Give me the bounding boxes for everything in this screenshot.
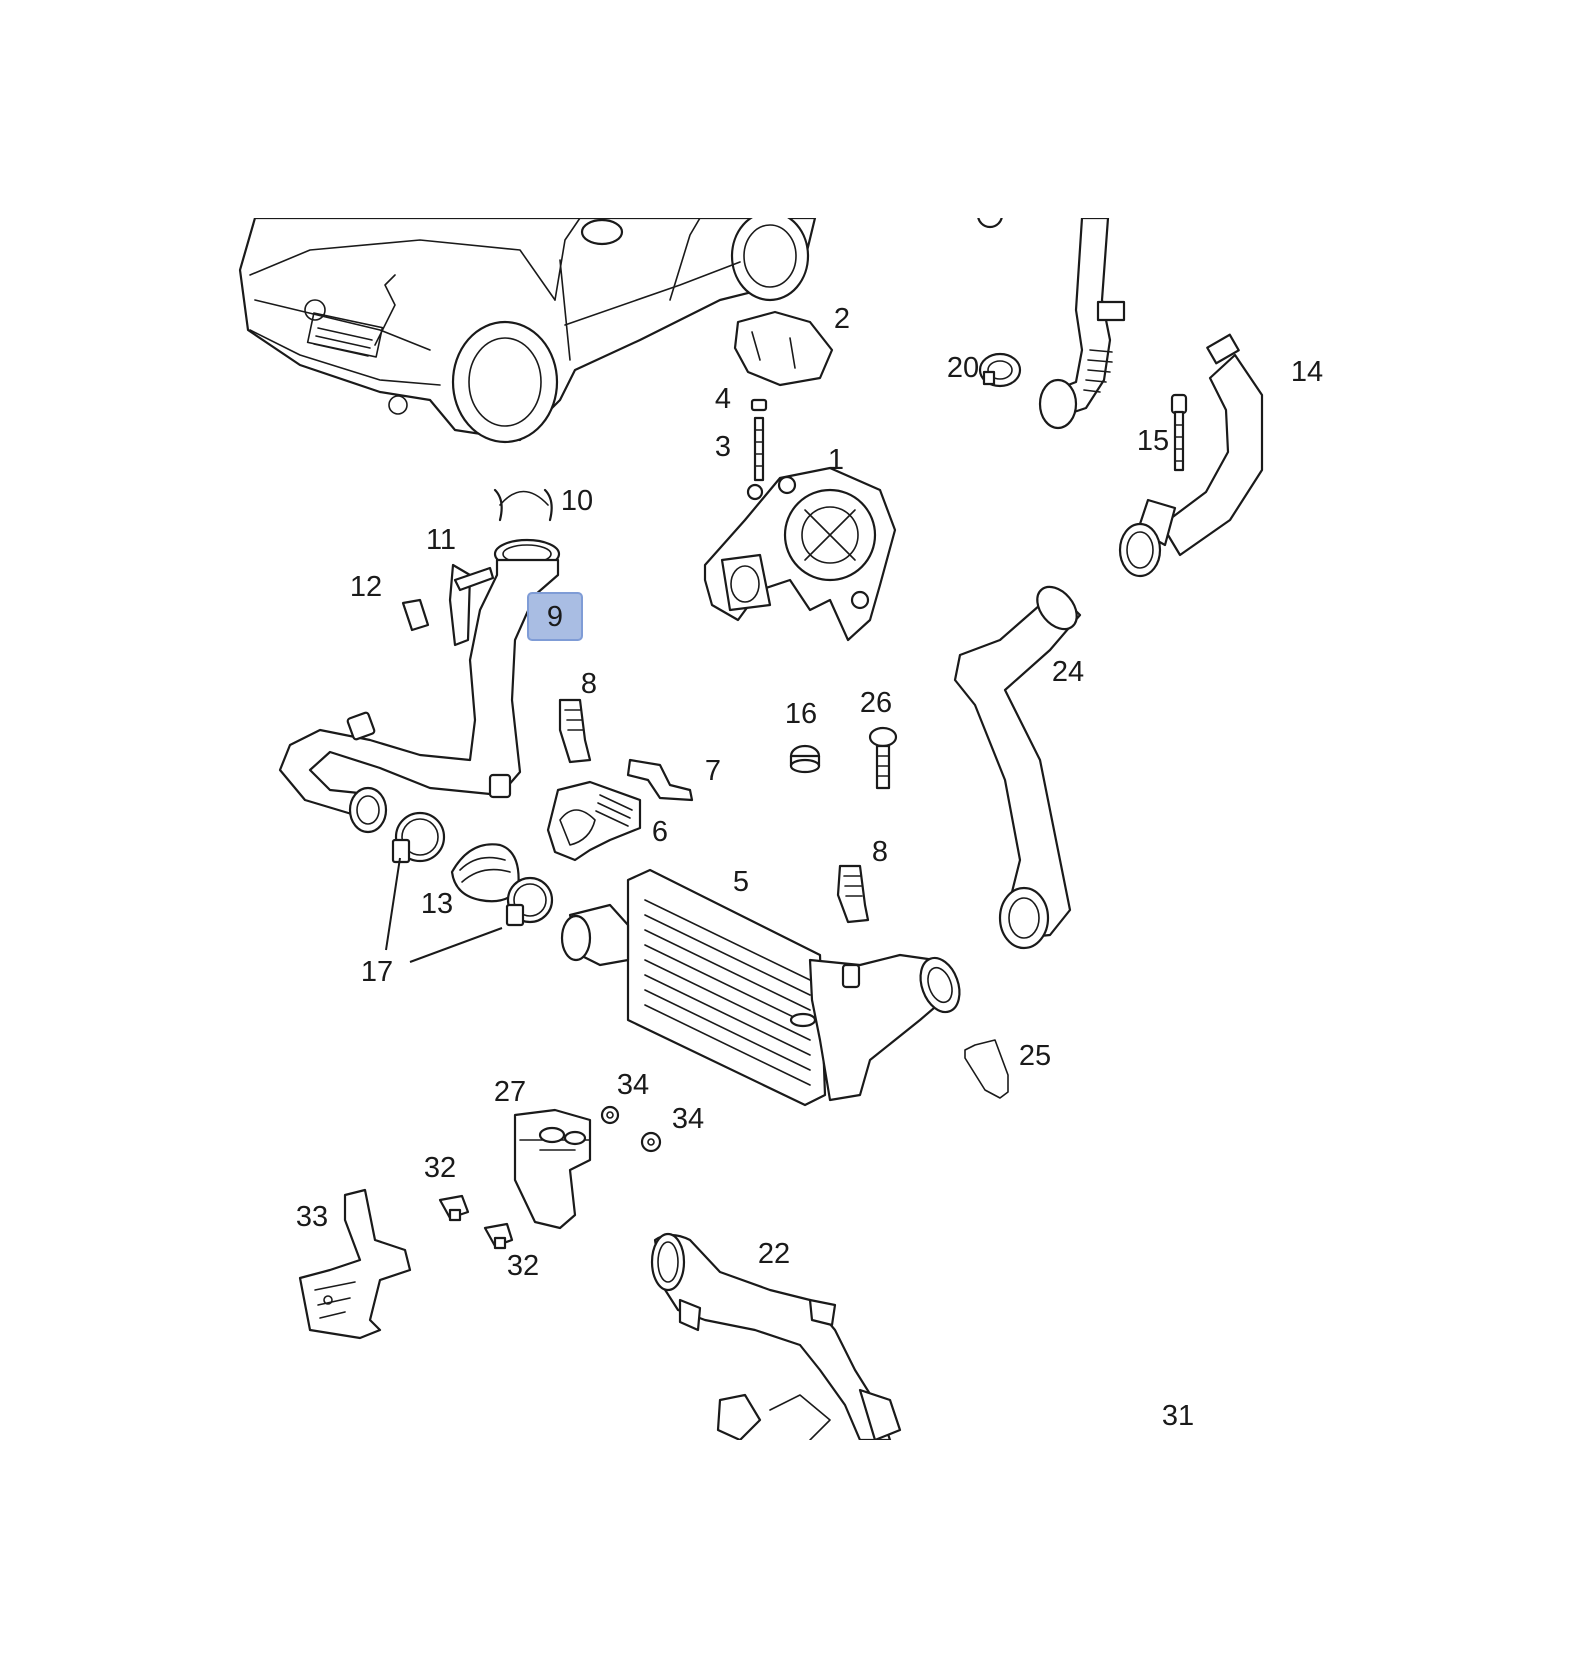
callout-6: 6 [652,816,668,848]
turbocharger-group [703,310,897,642]
callout-3: 3 [715,431,731,463]
callout-5: 5 [733,866,749,898]
callout-4: 4 [715,383,731,415]
callout-12: 12 [350,571,382,603]
callout-labels: 1 2 3 4 5 6 7 8 8 9 10 11 12 13 14 15 16… [296,303,1323,1432]
fasteners-16-26 [789,726,898,790]
callout-32-upper: 32 [424,1152,456,1184]
leader-17-a [385,857,401,951]
brackets-6-7-8 [546,698,870,924]
callout-1: 1 [828,444,844,476]
charge-air-hose-9 [278,488,561,834]
callout-34-lower: 34 [672,1103,704,1135]
callout-9: 9 [547,601,563,633]
hose-24 [953,585,1082,950]
callout-2: 2 [834,303,850,335]
pipe-22 [650,1232,902,1440]
callout-20: 20 [947,352,979,384]
vehicle-illustration [238,218,817,444]
callout-11: 11 [426,524,456,556]
callout-32-lower: 32 [507,1250,539,1282]
callout-15: 15 [1137,425,1169,457]
callout-31: 31 [1162,1400,1194,1432]
leader-17-b [409,927,503,963]
callout-16: 16 [785,698,817,730]
callout-14: 14 [1291,356,1323,388]
callout-24: 24 [1052,656,1084,688]
callout-26: 26 [860,687,892,719]
callout-10: 10 [561,485,593,517]
callout-8-upper: 8 [581,668,597,700]
callout-17: 17 [361,956,393,988]
highlight-box-part-9 [527,592,583,641]
callout-7: 7 [705,755,721,787]
hose-assembly-top-right [977,218,1264,578]
callout-22: 22 [758,1238,790,1270]
intercooler-5 [560,868,961,1107]
clamps-13-17 [391,811,554,927]
callout-33: 33 [296,1201,328,1233]
callout-27: 27 [494,1076,526,1108]
callout-34-upper: 34 [617,1069,649,1101]
valve-27-group [298,1105,662,1340]
callout-8-lower: 8 [872,836,888,868]
clip-25 [964,1039,1009,1099]
callout-25: 25 [1019,1040,1051,1072]
callout-13: 13 [421,888,453,920]
